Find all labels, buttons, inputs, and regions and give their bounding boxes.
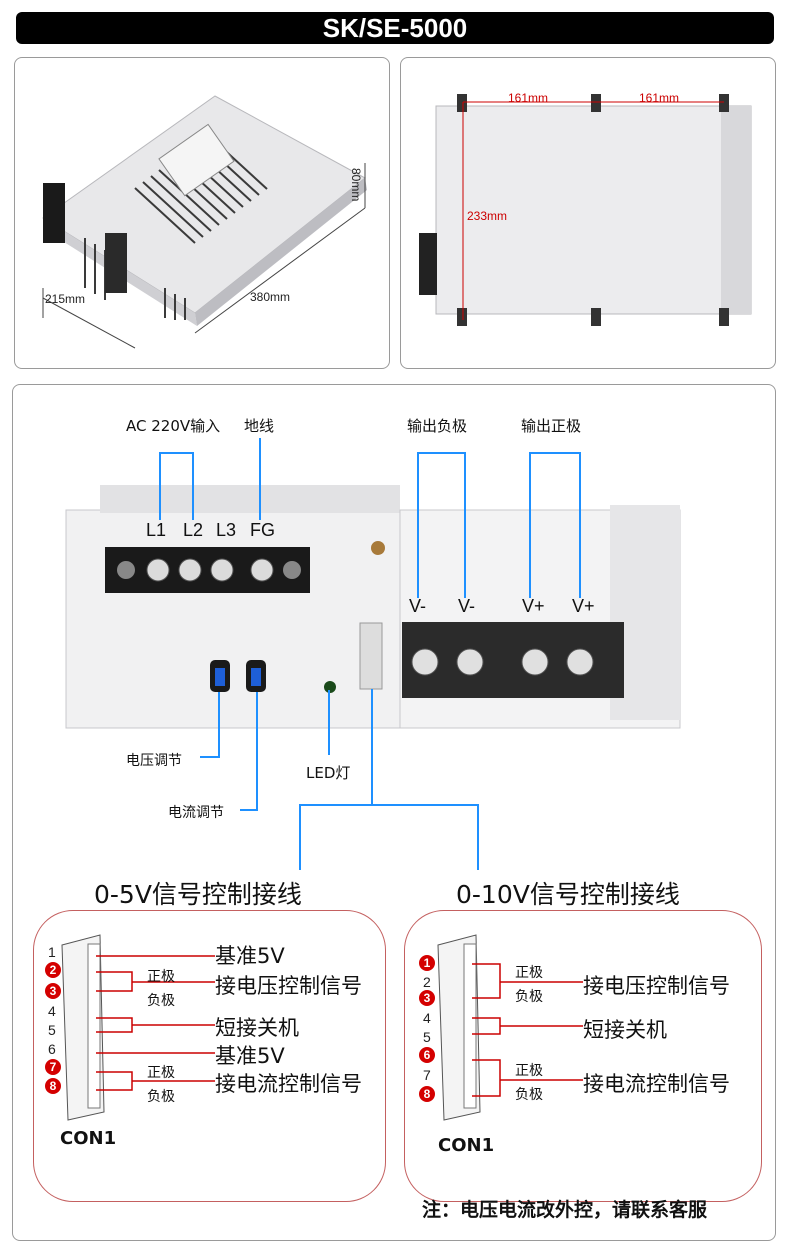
pin-left-8: 8 [45,1078,61,1094]
right-label-ictrl: 接电流控制信号 [583,1072,730,1096]
left-pos2: 正极 [147,1065,175,1081]
right-label-vctrl: 接电压控制信号 [583,974,730,998]
heading-0-10v: 0-10V信号控制接线 [456,880,680,909]
dim-depth: 215mm [45,292,86,306]
product-iso-panel: 80mm 215mm 380mm [14,57,390,369]
right-neg1: 负极 [515,989,543,1005]
terminal-l2: L2 [183,520,204,540]
label-led: LED灯 [306,764,351,782]
terminal-l3: L3 [216,520,237,540]
left-label-ictrl: 接电流控制信号 [215,1072,362,1096]
pin-right-3: 3 [419,990,435,1006]
output-v-plus-2: V+ [572,596,595,616]
dim-width: 233mm [467,209,508,223]
left-neg2: 负极 [147,1089,175,1105]
page-title: SK/SE-5000 [16,12,774,44]
pin-left-7: 7 [45,1059,61,1075]
pin-right-8: 8 [419,1086,435,1102]
pin-left-2: 2 [45,962,61,978]
label-ground: 地线 [244,417,275,435]
dim-length: 380mm [250,290,291,304]
pin-right-6: 6 [419,1047,435,1063]
left-label-vctrl: 接电压控制信号 [215,974,362,998]
dim-span1: 161mm [508,91,549,105]
right-label-shutdown: 短接关机 [583,1018,667,1042]
pin-right-7: 7 [423,1067,431,1083]
right-pos1: 正极 [515,965,543,981]
dim-span2: 161mm [639,91,680,105]
label-voltage-adj: 电压调节 [126,753,182,769]
label-current-adj: 电流调节 [168,805,224,821]
pin-right-5: 5 [423,1029,431,1045]
left-pos1: 正极 [147,969,175,985]
product-iso-illustration [42,95,367,349]
pin-left-1: 1 [48,944,56,960]
right-pos2: 正极 [515,1063,543,1079]
pin-left-4: 4 [48,1003,56,1019]
label-out-neg: 输出负极 [407,417,468,435]
right-connector-label: CON1 [438,1135,495,1156]
pin-left-5: 5 [48,1022,56,1038]
output-v-plus-1: V+ [522,596,545,616]
pin-right-1: 1 [419,955,435,971]
left-neg1: 负极 [147,993,175,1009]
label-out-pos: 输出正极 [521,417,582,435]
product-top-illustration [419,94,752,326]
left-label-ref1: 基准5V [215,944,285,968]
output-v-minus-1: V- [409,596,427,616]
product-top-panel: 161mm 161mm 233mm [400,57,776,369]
pin-right-4: 4 [423,1010,431,1026]
terminal-fg: FG [250,520,275,540]
left-label-ref2: 基准5V [215,1044,285,1068]
terminal-l1: L1 [146,520,167,540]
heading-0-5v: 0-5V信号控制接线 [94,880,302,909]
right-neg2: 负极 [515,1087,543,1103]
contact-note: 注：电压电流改外控，请联系客服 [422,1199,708,1221]
label-ac-input: AC 220V输入 [126,417,221,435]
pin-left-6: 6 [48,1041,56,1057]
pin-left-3: 3 [45,983,61,999]
output-v-minus-2: V- [458,596,476,616]
left-connector-label: CON1 [60,1128,117,1149]
pin-right-2: 2 [423,974,431,990]
left-label-shutdown: 短接关机 [215,1016,299,1040]
